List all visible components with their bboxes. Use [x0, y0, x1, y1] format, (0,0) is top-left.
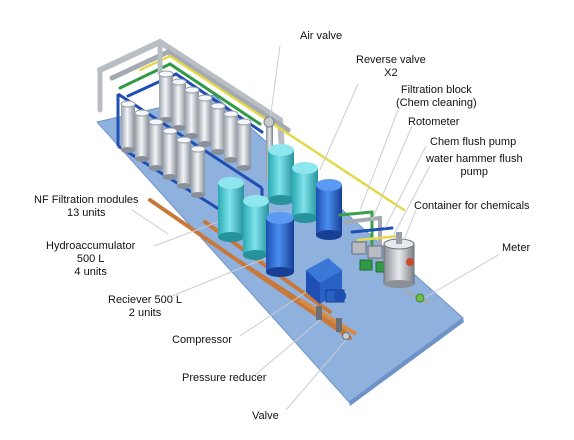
label-rotometer: Rotometer	[408, 116, 460, 128]
hydroaccumulator-tank	[243, 195, 269, 260]
receiver-tanks	[266, 179, 342, 277]
hydroaccumulator-tanks	[218, 144, 318, 260]
label-container-for-chemicals: Container for chemicals	[414, 200, 530, 212]
nf-filtration-module	[148, 118, 164, 171]
label-compressor: Compressor	[172, 334, 232, 346]
label-pressure-reducer: Pressure reducer	[182, 372, 267, 384]
nf-filtration-module	[120, 100, 136, 153]
label-air-valve: Air valve	[300, 30, 343, 42]
chemical-container	[383, 232, 415, 288]
receiver-tank	[316, 179, 342, 240]
nf-filtration-module	[184, 86, 200, 139]
nf-filtration-module	[134, 109, 150, 162]
nf-filtration-module	[162, 127, 178, 180]
nf-filtration-module	[197, 94, 213, 147]
nf-filtration-module	[236, 118, 252, 171]
pressure-reducer	[298, 298, 358, 336]
leader-lines	[131, 45, 501, 411]
nf-filtration-module	[190, 145, 206, 198]
label-chem-flush-pump: Chem flush pump	[430, 136, 517, 148]
label-meter: Meter	[502, 242, 531, 254]
nf-modules-front-row	[120, 100, 206, 198]
receiver-tank	[266, 212, 294, 277]
filtration-block	[338, 210, 402, 273]
nf-filtration-module	[158, 70, 174, 123]
valve	[342, 332, 350, 340]
nf-filtration-module	[210, 102, 226, 155]
hydroaccumulator-tank	[292, 162, 318, 223]
nf-filtration-module	[171, 78, 187, 131]
platform-edge	[349, 318, 464, 406]
hydroaccumulator-tank	[268, 144, 294, 205]
compressor	[306, 258, 346, 304]
nf-filtration-module	[223, 110, 239, 163]
hydroaccumulator-tank	[218, 177, 244, 242]
label-valve: Valve	[252, 410, 279, 422]
label-filtration-block: Filtration block(Chem cleaning)	[396, 84, 477, 109]
nf-filtration-module	[176, 136, 192, 189]
